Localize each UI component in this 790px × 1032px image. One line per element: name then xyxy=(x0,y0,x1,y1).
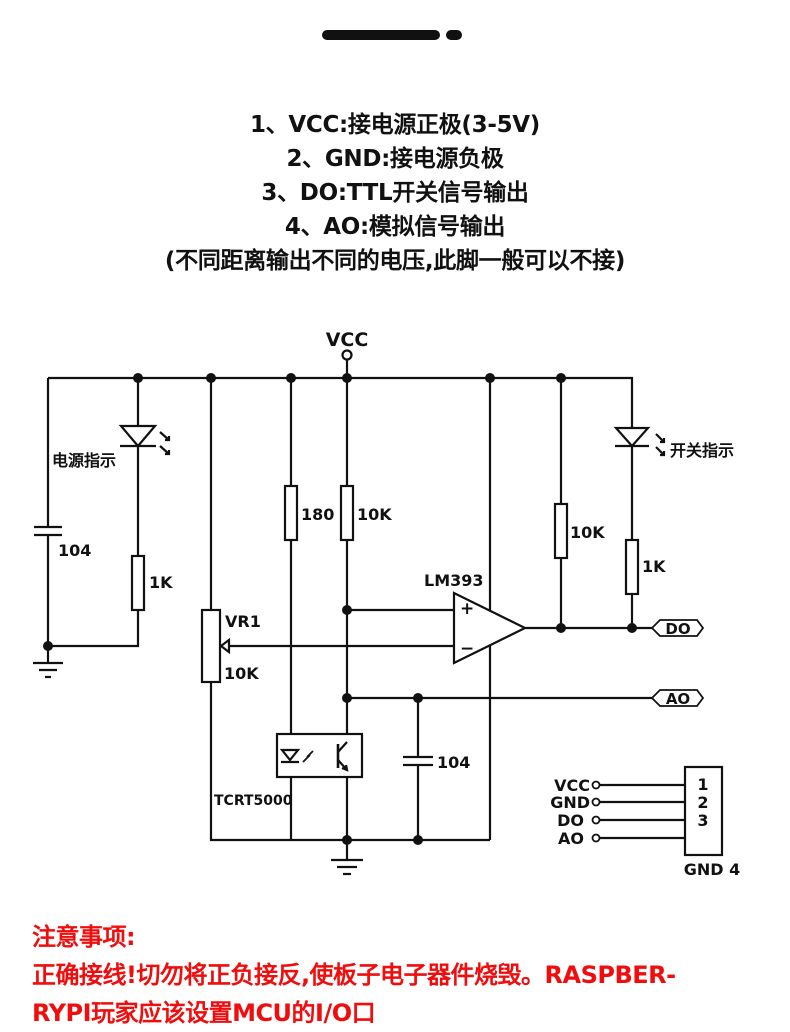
pin-desc-gnd: 2、GND:接电源负极 xyxy=(286,146,504,172)
switch-led-label: 开关指示 xyxy=(670,441,734,460)
switch-led xyxy=(613,426,666,457)
power-led-label: 电源指示 xyxy=(52,451,116,470)
connector-pin-label: DO xyxy=(557,811,584,830)
power-led xyxy=(118,378,171,456)
junction-dot xyxy=(413,693,423,703)
junction-dot xyxy=(627,623,637,633)
circuit-schematic: VCC 104 电源指示 1K VR1 10K 180 xyxy=(33,329,741,879)
junction-dots xyxy=(43,373,637,845)
resistor-ir-value: 180 xyxy=(301,505,334,524)
gnd-rail xyxy=(209,682,490,842)
capacitor-104-left xyxy=(34,378,62,646)
warning-notice: 注意事项: 正确接线!切勿将正负接反,使板子电子器件烧毁。RASPBER- RY… xyxy=(32,918,790,1032)
pot-name: VR1 xyxy=(225,612,261,631)
port-ao-label: AO xyxy=(666,690,690,708)
resistor-180 xyxy=(283,484,299,542)
pin-desc-vcc: 1、VCC:接电源正极(3-5V) xyxy=(249,112,541,138)
pin-desc-do: 3、DO:TTL开关信号输出 xyxy=(261,180,529,206)
port-do-label: DO xyxy=(665,620,690,638)
pin-desc-ao: 4、AO:模拟信号输出 xyxy=(284,214,506,240)
junction-dot xyxy=(413,835,423,845)
cap-filter-value: 104 xyxy=(437,753,470,772)
vcc-terminal xyxy=(341,349,353,361)
connector-pin-number: 3 xyxy=(697,811,708,830)
warning-line-1: 正确接线!切勿将正负接反,使板子电子器件烧毁。RASPBER- xyxy=(32,961,676,989)
connector-pin-label: AO xyxy=(558,829,584,848)
cap-left-value: 104 xyxy=(58,541,91,560)
warning-title: 注意事项: xyxy=(32,923,136,951)
junction-dot xyxy=(342,693,352,703)
resistor-output-value: 10K xyxy=(570,523,605,542)
junction-dot xyxy=(286,373,296,383)
junction-dot xyxy=(206,373,216,383)
ground-symbol-bottom xyxy=(331,840,363,876)
junction-dot xyxy=(43,641,53,651)
junction-dot xyxy=(342,835,352,845)
connector-gnd-label: GND 4 xyxy=(684,860,741,879)
resistor-power-led-value: 1K xyxy=(149,573,173,592)
sensor-tcrt5000 xyxy=(275,732,364,779)
resistor-10k-output xyxy=(553,502,569,560)
pot-wiper-arrow xyxy=(219,637,231,655)
scroll-indicator-dot xyxy=(446,30,462,40)
resistor-sensor-value: 10K xyxy=(357,505,392,524)
junction-dot xyxy=(342,605,352,615)
junction-dot xyxy=(556,623,566,633)
port-do xyxy=(650,619,705,637)
connector-pin-label: VCC xyxy=(554,776,590,795)
resistor-1k-switch-led xyxy=(624,538,640,596)
comparator-plus: + xyxy=(460,599,474,619)
junction-dot xyxy=(485,373,495,383)
scroll-indicator xyxy=(322,30,440,40)
comparator-label: LM393 xyxy=(424,571,484,590)
resistor-10k-sensor xyxy=(339,484,355,542)
wire xyxy=(48,610,140,648)
junction-dot xyxy=(133,373,143,383)
junction-dot xyxy=(556,373,566,383)
comparator-lm393 xyxy=(452,591,528,665)
pin-header-connector xyxy=(591,765,724,857)
pot-value: 10K xyxy=(224,664,259,683)
connector-pin-number: 1 xyxy=(697,775,708,794)
connector-pin-number: 2 xyxy=(697,793,708,812)
resistor-1k-power-led xyxy=(130,554,146,612)
vcc-rail xyxy=(48,376,634,428)
connector-pin-label: GND xyxy=(550,793,590,812)
resistor-switch-led-value: 1K xyxy=(642,557,666,576)
pin-desc-note: (不同距离输出不同的电压,此脚一般可以不接) xyxy=(164,248,626,274)
sensor-name: TCRT5000 xyxy=(214,793,293,809)
comparator-minus: − xyxy=(460,639,474,659)
potentiometer-vr1 xyxy=(200,608,222,684)
pin-description-block: 1、VCC:接电源正极(3-5V) 2、GND:接电源负极 3、DO:TTL开关… xyxy=(0,108,790,278)
vcc-label: VCC xyxy=(326,329,369,351)
port-ao xyxy=(650,689,705,707)
junction-dot xyxy=(342,373,352,383)
